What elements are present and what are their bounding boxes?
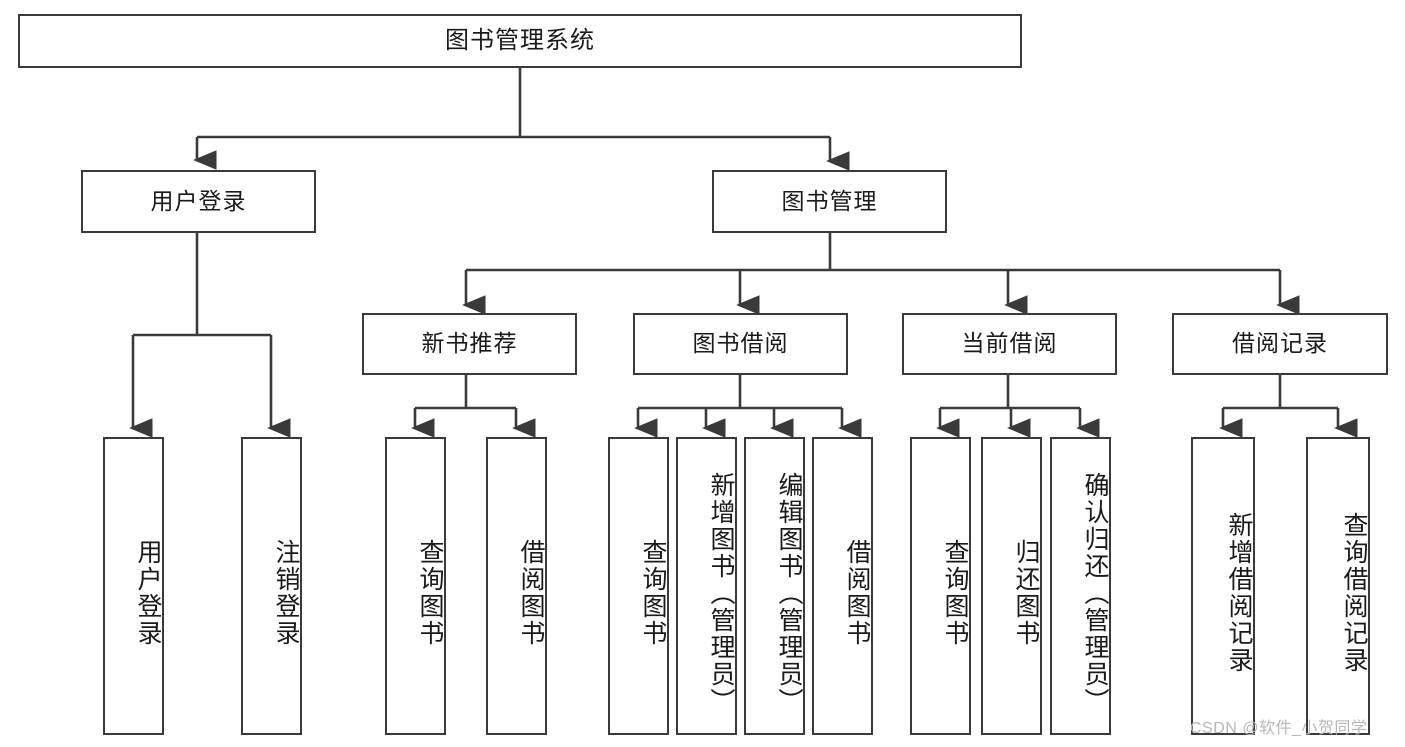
node-label: 新增借阅记录 — [1225, 512, 1253, 674]
node-current-borrow[interactable]: 当前借阅 — [902, 313, 1117, 375]
node-label: 用户登录 — [134, 539, 162, 647]
leaf-current-borrow-query[interactable]: 查询图书 — [910, 437, 971, 735]
node-label: 归还图书 — [1012, 539, 1040, 647]
node-borrow-record[interactable]: 借阅记录 — [1172, 313, 1388, 375]
node-label: 用户登录 — [150, 187, 247, 214]
leaf-current-borrow-confirm-return[interactable]: 确认归还（管理员） — [1050, 437, 1111, 735]
node-root-system[interactable]: 图书管理系统 — [18, 14, 1022, 68]
csdn-watermark: CSDN @软件_小贺同学 — [1190, 720, 1368, 737]
node-label: 图书管理系统 — [445, 26, 595, 54]
node-label: 查询图书 — [941, 539, 969, 647]
leaf-book-borrow-borrow[interactable]: 借阅图书 — [812, 437, 873, 735]
leaf-user-login-logout[interactable]: 注销登录 — [241, 437, 302, 735]
node-book-management[interactable]: 图书管理 — [712, 170, 947, 233]
leaf-current-borrow-return[interactable]: 归还图书 — [981, 437, 1042, 735]
node-label: 确认归还（管理员） — [1081, 471, 1109, 715]
leaf-book-borrow-query[interactable]: 查询图书 — [608, 437, 669, 735]
leaf-user-login-login[interactable]: 用户登录 — [103, 437, 164, 735]
leaf-book-borrow-edit[interactable]: 编辑图书（管理员） — [744, 437, 805, 735]
node-label: 查询图书 — [416, 539, 444, 647]
node-label: 借阅图书 — [843, 539, 871, 647]
node-label: 注销登录 — [272, 539, 300, 647]
leaf-new-book-query[interactable]: 查询图书 — [385, 437, 446, 735]
node-new-book-recommend[interactable]: 新书推荐 — [362, 313, 577, 375]
node-label: 借阅记录 — [1232, 330, 1328, 357]
node-label: 新书推荐 — [421, 330, 518, 357]
node-label: 新增图书（管理员） — [707, 471, 735, 715]
leaf-book-borrow-add[interactable]: 新增图书（管理员） — [676, 437, 737, 735]
node-book-borrow[interactable]: 图书借阅 — [633, 313, 848, 375]
node-user-login[interactable]: 用户登录 — [81, 170, 316, 233]
leaf-borrow-record-add[interactable]: 新增借阅记录 — [1191, 437, 1255, 735]
leaf-borrow-record-query[interactable]: 查询借阅记录 — [1306, 437, 1370, 735]
node-label: 图书管理 — [781, 187, 878, 214]
node-label: 当前借阅 — [961, 330, 1058, 357]
node-label: 查询图书 — [639, 539, 667, 647]
node-label: 查询借阅记录 — [1340, 512, 1368, 674]
node-label: 编辑图书（管理员） — [775, 471, 803, 715]
node-label: 借阅图书 — [517, 539, 545, 647]
leaf-new-book-borrow[interactable]: 借阅图书 — [486, 437, 547, 735]
node-label: 图书借阅 — [692, 330, 789, 357]
